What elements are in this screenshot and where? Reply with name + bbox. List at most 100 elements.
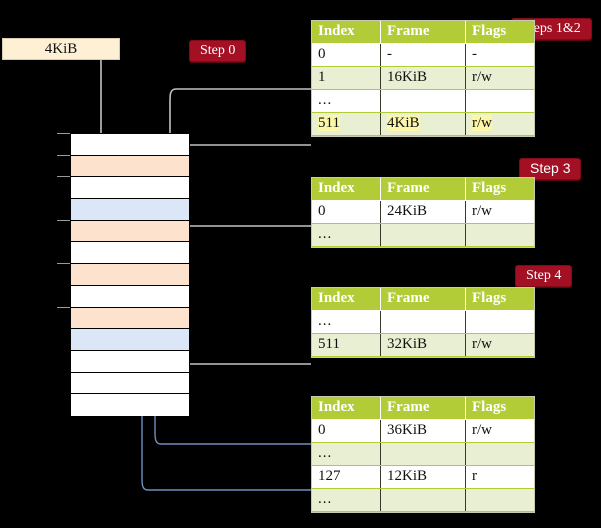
table-cell-frame (380, 89, 466, 113)
memory-row-12 (71, 394, 189, 416)
table-cell-flags (465, 223, 534, 247)
badge-steps-1-2-label: Steps 1&2 (522, 21, 581, 36)
table-cell-frame (380, 310, 466, 334)
cell-index: ... (318, 445, 333, 461)
table-cell-flags: r/w (465, 200, 534, 224)
cell-flags: r (472, 468, 477, 484)
badge-step-4-label: Step 4 (526, 268, 562, 283)
table-row[interactable]: 0-- (312, 43, 534, 67)
table-cell-flags (465, 488, 534, 512)
column-header-frame: Frame (380, 178, 466, 201)
table-cell-index: 511 (312, 333, 381, 357)
table-cell-flags: r/w (465, 419, 534, 443)
badge-step-0-label: Step 0 (200, 43, 236, 58)
table-cell-frame: 16KiB (380, 66, 466, 90)
memory-row-2 (71, 177, 189, 200)
column-header-flags: Flags (465, 178, 534, 201)
column-header-frame: Frame (380, 21, 466, 44)
table-cell-frame (380, 223, 466, 247)
table-row[interactable]: 0 24KiB r/w (312, 200, 534, 224)
column-header-index: Index (312, 21, 381, 44)
table-cell-frame: 32KiB (380, 333, 466, 357)
memory-tick-6 (57, 263, 70, 265)
cell-flags (472, 445, 476, 461)
badge-step-3: Step 3 (519, 158, 582, 181)
cell-frame: 16KiB (387, 69, 428, 85)
cell-index: ... (318, 226, 333, 242)
table-cell-frame (380, 442, 466, 466)
cell-flags (472, 226, 476, 242)
table-cell-index: 1 (312, 66, 381, 90)
cell-frame: 4KiB (387, 115, 420, 131)
memory-row-3 (71, 199, 189, 221)
memory-row-10 (71, 350, 189, 373)
badge-step-4: Step 4 (515, 265, 573, 288)
table-cell-index: 511 (312, 112, 381, 136)
cell-index: 1 (318, 69, 326, 85)
table-cell-index: 0 (312, 200, 381, 224)
table-row[interactable]: ... (312, 488, 534, 512)
memory-row-6 (71, 264, 189, 286)
memory-tick-0 (57, 133, 70, 134)
table-row[interactable]: 1 16KiB r/w (312, 66, 534, 90)
table-row[interactable]: 511 4KiB r/w (312, 112, 534, 136)
memory-row-9 (71, 329, 189, 351)
cell-index: ... (318, 491, 333, 507)
memory-row-11 (71, 372, 189, 395)
table-cell-flags (465, 89, 534, 113)
table-cell-flags: r/w (465, 333, 534, 357)
cell-frame (387, 226, 391, 242)
cell-flags (472, 92, 476, 108)
column-header-index: Index (312, 288, 381, 311)
table-cell-flags: r/w (465, 112, 534, 136)
column-header-frame: Frame (380, 397, 466, 420)
memory-row-4 (71, 220, 189, 243)
table-cell-frame: 24KiB (380, 200, 466, 224)
cell-index: 0 (318, 203, 326, 219)
memory-tick-1 (57, 154, 70, 156)
table-row[interactable]: 0 36KiB r/w (312, 419, 534, 443)
table-cell-index: 127 (312, 465, 381, 489)
memory-tick-8 (57, 306, 70, 308)
memory-row-7 (71, 285, 189, 308)
memory-row-5 (71, 242, 189, 265)
cell-frame (387, 313, 391, 329)
column-header-flags: Flags (465, 397, 534, 420)
table-row[interactable]: ... (312, 223, 534, 247)
cell-index: 0 (318, 422, 326, 438)
column-header-index: Index (312, 397, 381, 420)
table-cell-flags: r/w (465, 66, 534, 90)
cell-flags: r/w (472, 115, 492, 131)
table-row[interactable]: ... (312, 310, 534, 334)
wire-table3-row511-to-memory (179, 309, 311, 365)
cell-index: 127 (318, 468, 341, 484)
memory-tick-2 (57, 176, 70, 178)
column-header-flags: Flags (465, 21, 534, 44)
cell-index: 511 (318, 336, 340, 352)
cell-index: ... (318, 313, 333, 329)
cell-frame: 36KiB (387, 422, 428, 438)
cell-index: 0 (318, 46, 326, 62)
cell-frame (387, 92, 391, 108)
table-cell-flags: - (465, 43, 534, 67)
cell-frame: 24KiB (387, 203, 428, 219)
table-row[interactable]: ... (312, 442, 534, 466)
source-frame-label: 4KiB (44, 40, 78, 57)
column-header-flags: Flags (465, 288, 534, 311)
source-frame-box: 4KiB (2, 38, 120, 60)
column-header-index: Index (312, 178, 381, 201)
table-cell-index: ... (312, 488, 381, 512)
table-cell-index: ... (312, 442, 381, 466)
physical-memory-column (70, 133, 190, 416)
table-row[interactable]: ... (312, 89, 534, 113)
cell-frame (387, 445, 391, 461)
